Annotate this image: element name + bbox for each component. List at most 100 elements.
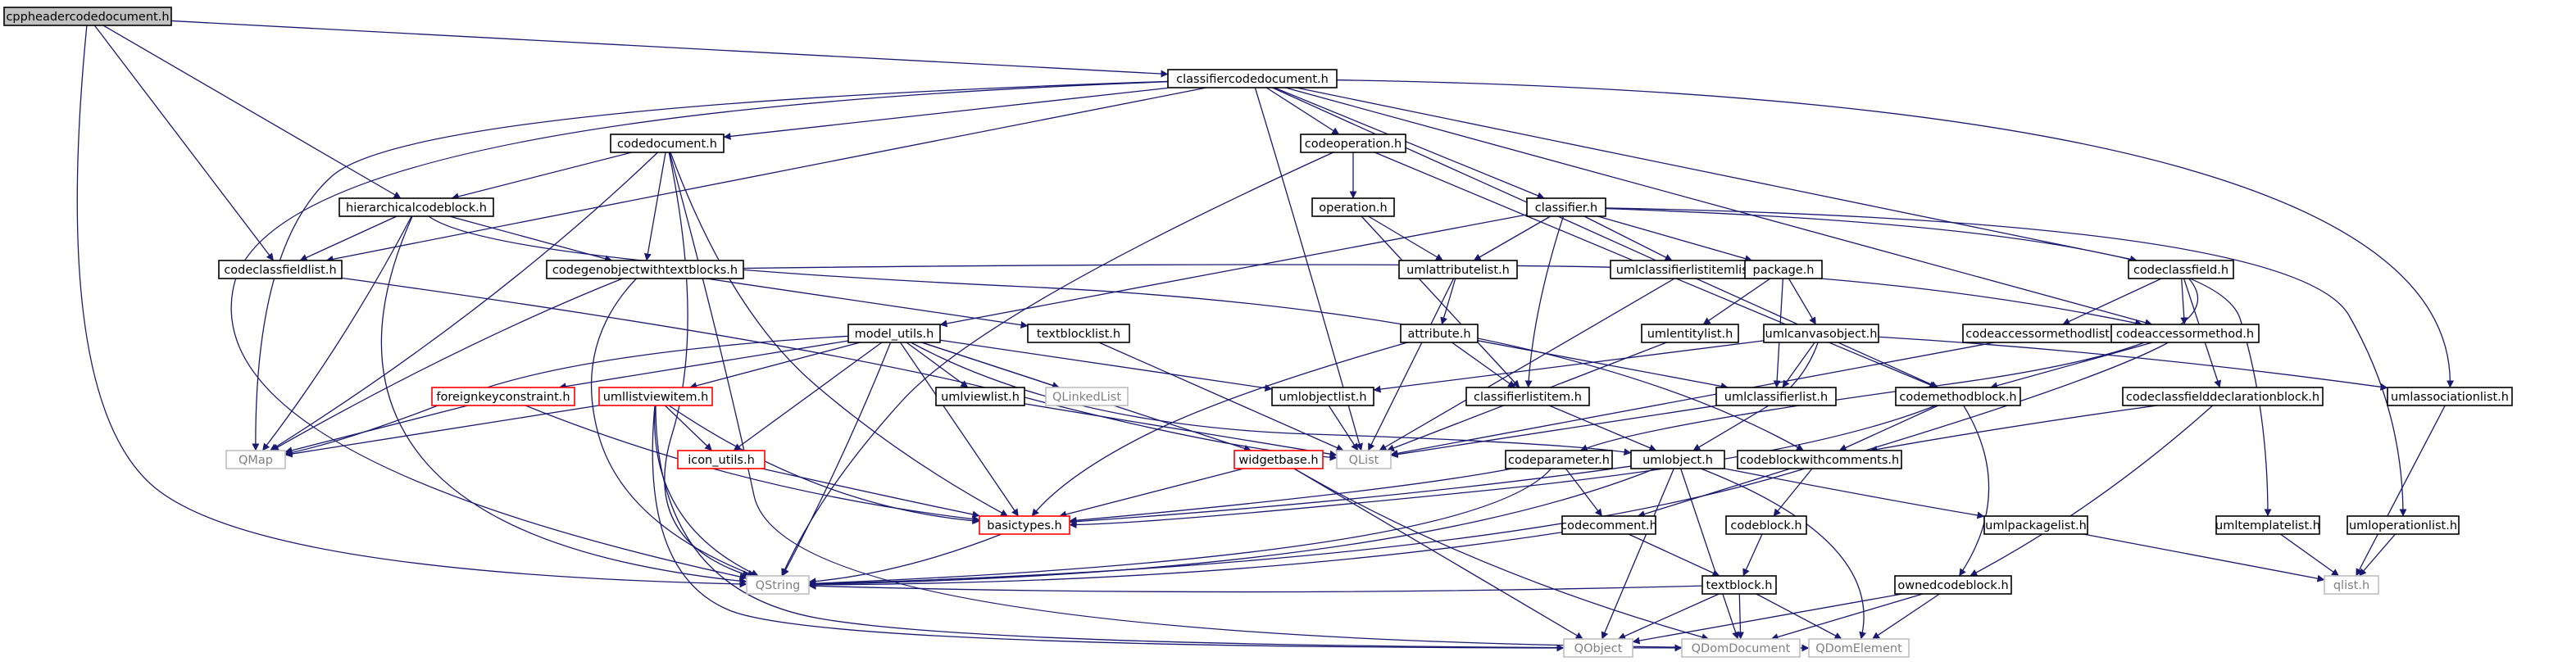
- edge-umllistviewitem-to-QString: [654, 405, 759, 577]
- node-codedocument[interactable]: codedocument.h: [610, 134, 725, 153]
- node-umlviewlist[interactable]: umlviewlist.h: [935, 387, 1025, 406]
- edge-icon_utils-to-basictypes: [761, 468, 980, 519]
- node-codeclassfield[interactable]: codeclassfield.h: [2128, 260, 2234, 279]
- node-box: [546, 260, 744, 279]
- node-qobject[interactable]: QObject: [1563, 638, 1633, 658]
- node-qstring[interactable]: QString: [746, 575, 810, 595]
- node-umlpackagelist[interactable]: umlpackagelist.h: [1983, 515, 2088, 535]
- node-label: QDomDocument: [1692, 642, 1791, 655]
- node-umlclassifierlist[interactable]: umlclassifierlist.h: [1715, 387, 1837, 406]
- node-umlclassifierlistitemlist[interactable]: umlclassifierlistitemlist.h: [1610, 260, 1770, 279]
- node-label: codemethodblock.h: [1899, 391, 2016, 404]
- node-codegenobjectwithtextblocks[interactable]: codegenobjectwithtextblocks.h: [546, 260, 744, 279]
- node-widgetbase[interactable]: widgetbase.h: [1233, 450, 1324, 469]
- edge-hierarchicalcodeblock-to-codeblockwithcomments: [428, 215, 1804, 451]
- node-box: [598, 387, 713, 406]
- edge-umlcanvasobject-to-umlobject: [1692, 342, 1819, 451]
- node-qlist[interactable]: qlist.h: [2324, 575, 2379, 595]
- node-qdomdocument[interactable]: QDomDocument: [1681, 638, 1801, 658]
- node-umllistviewitem[interactable]: umllistviewitem.h: [598, 387, 713, 406]
- edge-widgetbase-to-basictypes: [1059, 468, 1244, 519]
- node-model-utils[interactable]: model_utils.h: [847, 324, 941, 343]
- node-foreignkeyconstraint[interactable]: foreignkeyconstraint.h: [431, 387, 575, 406]
- edge-widgetbase-to-QObject: [1293, 468, 1583, 640]
- edge-umlobject-to-QObject: [1601, 468, 1674, 640]
- node-qdomelement[interactable]: QDomElement: [1808, 638, 1910, 658]
- edge-classifiercodedocument-to-codeclassfieldlist: [325, 87, 1207, 263]
- node-package[interactable]: package.h: [1744, 260, 1823, 279]
- node-codeaccessormethodlist[interactable]: codeaccessormethodlist.h: [1962, 324, 2124, 343]
- node-box: [2128, 260, 2234, 279]
- edge-hierarchicalcodeblock-to-QMap: [261, 215, 412, 451]
- node-qlist[interactable]: QList: [1336, 450, 1392, 469]
- edge-package-to-umlcanvasobject: [1788, 278, 1817, 325]
- node-umlobject[interactable]: umlobject.h: [1630, 450, 1725, 469]
- edge-model_utils-to-icon_utils: [733, 342, 883, 451]
- node-icon-utils[interactable]: icon_utils.h: [677, 450, 766, 469]
- node-label: cppheadercodedocument.h: [6, 11, 169, 24]
- edge-codeparameter-to-codecomment: [1565, 468, 1603, 517]
- node-label: textblock.h: [1706, 579, 1773, 592]
- node-codeblock[interactable]: codeblock.h: [1725, 515, 1807, 535]
- node-textblocklist[interactable]: textblocklist.h: [1027, 324, 1130, 343]
- edge-hierarchicalcodeblock-to-QString: [380, 215, 747, 585]
- node-cppheadercodedocument[interactable]: cppheadercodedocument.h: [3, 7, 172, 26]
- node-box: [218, 260, 343, 279]
- edge-classifiercodedocument-to-classifier: [1274, 87, 1545, 199]
- node-textblock[interactable]: textblock.h: [1701, 575, 1777, 595]
- edge-codeaccessormethod-to-QString: [808, 342, 2169, 588]
- edge-classifierlistitem-to-umlobject: [1548, 405, 1657, 451]
- edge-umlcanvasobject-to-umlobjectlist: [1373, 340, 1765, 393]
- node-label: qlist.h: [2333, 579, 2369, 592]
- node-label: umllistviewitem.h: [603, 391, 709, 404]
- node-label: QMap: [239, 454, 273, 467]
- node-box: [1398, 260, 1518, 279]
- node-codecomment[interactable]: codecomment.h: [1561, 515, 1657, 535]
- node-qlinkedlist[interactable]: QLinkedList: [1045, 387, 1129, 406]
- node-attribute[interactable]: attribute.h: [1400, 324, 1479, 343]
- node-label: foreignkeyconstraint.h: [436, 391, 570, 404]
- node-umltemplatelist[interactable]: umltemplatelist.h: [2215, 515, 2320, 535]
- node-codeclassfieldlist[interactable]: codeclassfieldlist.h: [218, 260, 343, 279]
- node-classifiercodedocument[interactable]: classifiercodedocument.h: [1167, 69, 1338, 88]
- node-ownedcodeblock[interactable]: ownedcodeblock.h: [1894, 575, 2012, 595]
- node-box: [338, 197, 494, 217]
- edge-model_utils-to-umlviewlist: [906, 342, 969, 388]
- node-classifier[interactable]: classifier.h: [1526, 197, 1606, 217]
- edge-codeparameter-to-QString: [808, 468, 1552, 587]
- edge-codedocument-to-codegenobjectwithtextblocks: [643, 152, 666, 261]
- node-codeclassfielddeclarationblock[interactable]: codeclassfielddeclarationblock.h: [2122, 387, 2324, 406]
- node-label: codeparameter.h: [1508, 454, 1610, 467]
- node-box: [1895, 387, 2021, 406]
- node-classifierlistitem[interactable]: classifierlistitem.h: [1465, 387, 1590, 406]
- node-box: [677, 450, 766, 469]
- node-codeblockwithcomments[interactable]: codeblockwithcomments.h: [1737, 450, 1902, 469]
- node-umlobjectlist[interactable]: umlobjectlist.h: [1271, 387, 1374, 406]
- edge-attribute-to-umlclassifierlist: [1477, 340, 1729, 390]
- node-umloperationlist[interactable]: umloperationlist.h: [2347, 515, 2460, 535]
- edge-classifiercodedocument-to-QMap: [252, 80, 1169, 451]
- node-codeoperation[interactable]: codeoperation.h: [1300, 134, 1406, 153]
- edge-umlobjectlist-to-QList: [1328, 405, 1359, 451]
- node-label: QObject: [1574, 642, 1623, 655]
- node-basictypes[interactable]: basictypes.h: [979, 515, 1070, 535]
- node-label: codeclassfielddeclarationblock.h: [2126, 391, 2319, 404]
- node-codeparameter[interactable]: codeparameter.h: [1505, 450, 1613, 469]
- edge-codeblockwithcomments-to-codeblock: [1773, 468, 1813, 517]
- edge-textblock-to-QDomDocument: [1736, 593, 1744, 640]
- node-umlassociationlist[interactable]: umlassociationlist.h: [2387, 387, 2513, 406]
- node-codeaccessormethod[interactable]: codeaccessormethod.h: [2110, 324, 2260, 343]
- node-codemethodblock[interactable]: codemethodblock.h: [1895, 387, 2021, 406]
- node-hierarchicalcodeblock[interactable]: hierarchicalcodeblock.h: [338, 197, 494, 217]
- node-box: [1465, 387, 1590, 406]
- node-box: [431, 387, 575, 406]
- node-umlattributelist[interactable]: umlattributelist.h: [1398, 260, 1518, 279]
- node-operation[interactable]: operation.h: [1311, 197, 1395, 217]
- edge-hierarchicalcodeblock-to-codeclassfieldlist: [299, 215, 398, 261]
- node-umlcanvasobject[interactable]: umlcanvasobject.h: [1763, 324, 1879, 343]
- node-qmap[interactable]: QMap: [225, 450, 286, 469]
- edge-classifier-to-classifierlistitem: [1524, 215, 1565, 388]
- edge-codemethodblock-to-codeblockwithcomments: [1838, 405, 1939, 451]
- node-label: umlassociationlist.h: [2391, 391, 2509, 404]
- node-umlentitylist[interactable]: umlentitylist.h: [1641, 324, 1739, 343]
